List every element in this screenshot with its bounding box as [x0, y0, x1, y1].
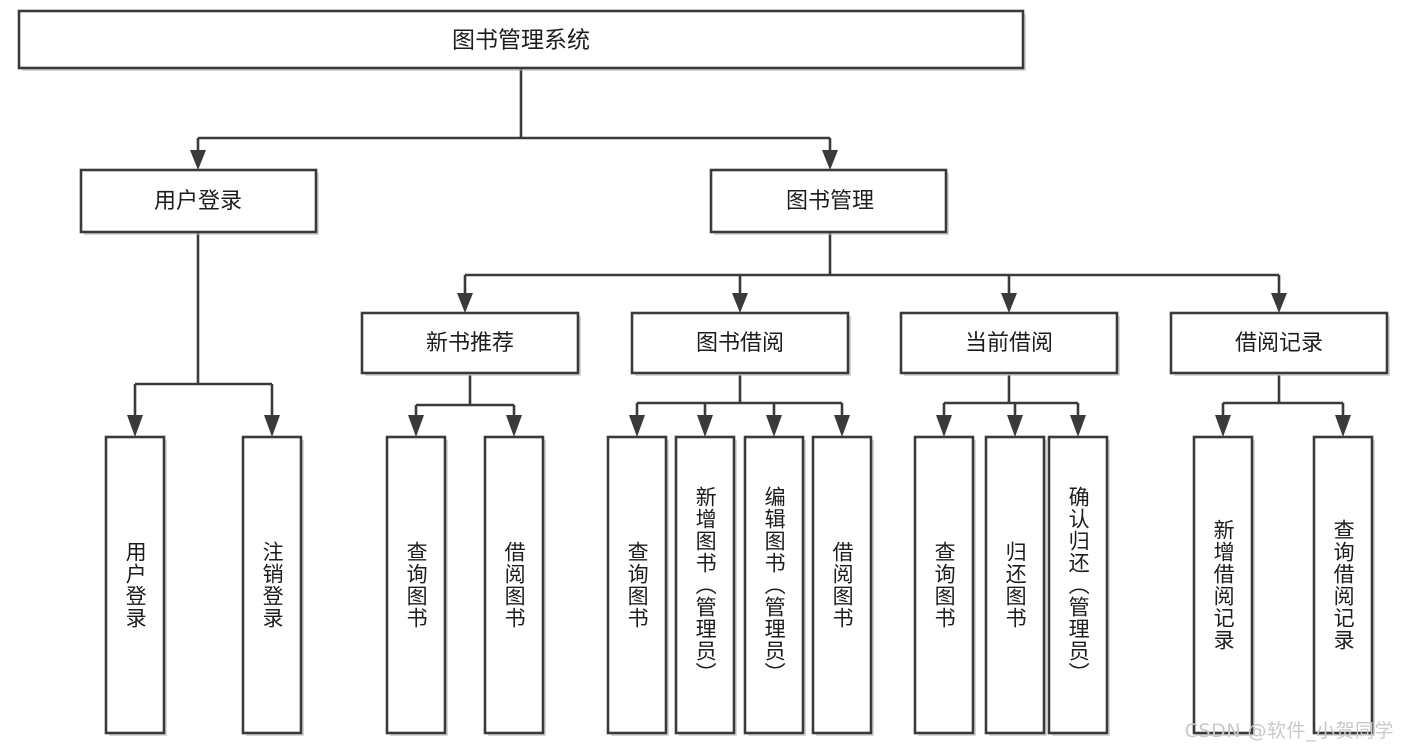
node-new-book-recommend[interactable]: 新书推荐 [360, 311, 581, 376]
arrowhead-leaf-query-book-2 [629, 415, 645, 437]
node-current-borrow[interactable]: 当前借阅 [899, 311, 1120, 376]
arrowhead-leaf-add-record [1215, 415, 1231, 437]
node-user-login-rect[interactable] [79, 168, 318, 234]
node-current-borrow-rect[interactable] [899, 311, 1119, 375]
node-book-borrow[interactable]: 图书借阅 [630, 311, 851, 376]
leaf-borrow-book-1-rect[interactable] [483, 435, 545, 735]
node-root-rect[interactable] [17, 9, 1025, 70]
node-book-borrow-rect[interactable] [630, 311, 850, 375]
node-borrow-record-label: 借阅记录 [1235, 331, 1323, 356]
node-user-login-label: 用户登录 [154, 189, 242, 214]
connector-group [127, 68, 1351, 437]
arrowhead-leaf-borrow-book-1 [506, 415, 522, 437]
node-root-label: 图书管理系统 [452, 28, 590, 54]
node-root[interactable]: 图书管理系统 [17, 9, 1026, 71]
node-borrow-record[interactable]: 借阅记录 [1169, 311, 1390, 376]
arrowhead-leaf-query-book-1 [408, 415, 424, 437]
node-book-management-label: 图书管理 [786, 189, 874, 214]
node-new-book-recommend-rect[interactable] [360, 311, 580, 375]
arrowhead-book-borrow [732, 293, 748, 313]
arrowhead-book-management [822, 150, 838, 170]
arrowhead-leaf-confirm-return [1070, 415, 1086, 437]
arrowhead-leaf-borrow-book-2 [834, 415, 850, 437]
node-user-login[interactable]: 用户登录 [79, 168, 319, 235]
arrowhead-leaf-add-book [697, 415, 713, 437]
node-new-book-recommend-label: 新书推荐 [426, 331, 514, 356]
arrowhead-leaf-user-login [127, 415, 143, 437]
leaf-query-record-rect[interactable] [1312, 435, 1374, 735]
arrowhead-user-login [190, 150, 206, 170]
node-book-borrow-label: 图书借阅 [696, 331, 784, 356]
leaf-confirm-return-rect[interactable] [1047, 435, 1109, 735]
leaf-borrow-book-2-rect[interactable] [811, 435, 873, 735]
leaf-query-book-1-rect[interactable] [385, 435, 447, 735]
arrowhead-leaf-query-book-3 [936, 415, 952, 437]
leaf-logout-login-rect[interactable] [241, 435, 303, 735]
arrowhead-leaf-logout-login [264, 415, 280, 437]
leaf-add-book-rect[interactable] [674, 435, 736, 735]
node-book-management-rect[interactable] [709, 168, 948, 234]
node-current-borrow-label: 当前借阅 [965, 331, 1053, 356]
leaf-node-group [104, 435, 1375, 736]
leaf-add-record-rect[interactable] [1192, 435, 1254, 735]
leaf-user-login-rect[interactable] [104, 435, 166, 735]
arrowhead-leaf-query-record [1335, 415, 1351, 437]
leaf-return-book-rect[interactable] [984, 435, 1046, 735]
arrowhead-leaf-return-book [1007, 415, 1023, 437]
arrowhead-leaf-edit-book [766, 415, 782, 437]
leaf-edit-book-rect[interactable] [743, 435, 805, 735]
arrowhead-new-book [457, 293, 473, 313]
node-book-management[interactable]: 图书管理 [709, 168, 949, 235]
arrowhead-current-borrow [1001, 293, 1017, 313]
csdn-watermark: CSDN @软件_小贺同学 [1184, 720, 1394, 742]
arrowhead-borrow-record [1271, 293, 1287, 313]
node-borrow-record-rect[interactable] [1169, 311, 1389, 375]
leaf-query-book-2-rect[interactable] [606, 435, 668, 735]
leaf-query-book-3-rect[interactable] [913, 435, 975, 735]
